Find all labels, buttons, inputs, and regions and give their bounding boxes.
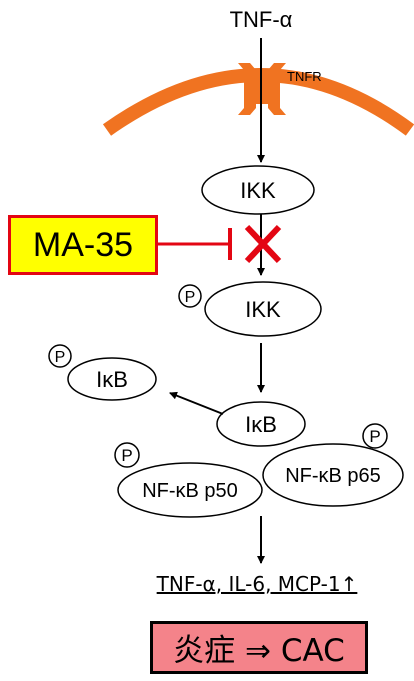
- nfkb-p65-node: [262, 443, 404, 507]
- phospho-marker-p65: [362, 423, 388, 449]
- ikk-node: [201, 165, 315, 215]
- ligand-label: TNF-α: [230, 7, 293, 32]
- phospho-marker-ikb-label: P: [55, 349, 66, 366]
- arrow-ikb-release: [169, 391, 224, 415]
- nfkb-p50-label: NF-κB p50: [142, 480, 238, 502]
- nfkb-p65-label: NF-κB p65: [285, 465, 381, 487]
- ikk-label: IKK: [240, 178, 276, 203]
- ikk-phospho-label: IKK: [245, 297, 281, 322]
- phospho-marker-ikk: [178, 284, 202, 308]
- cytokine-readout: TNF-α, IL-6, MCP-1↑: [156, 572, 358, 596]
- phospho-marker-ikb: [48, 344, 72, 368]
- ikb-bound-node: [216, 401, 306, 447]
- x-mark-icon: [244, 224, 282, 264]
- phospho-marker-ikk-label: P: [185, 289, 196, 306]
- outcome-label: 炎症 ⇒ CAC: [173, 633, 345, 669]
- receptor-label: TNFR: [287, 69, 322, 84]
- nfkb-p50-node: [117, 462, 263, 518]
- inhibitor-box: MA-35: [8, 215, 158, 275]
- phospho-marker-p50-label: P: [121, 446, 132, 465]
- phospho-marker-p65-label: P: [369, 427, 380, 446]
- ikb-free-label: IκB: [96, 367, 128, 392]
- ikk-phospho-node: [204, 281, 322, 337]
- ikb-bound-label: IκB: [245, 412, 277, 437]
- ikb-free-node: [67, 357, 157, 401]
- phospho-marker-p50: [114, 442, 140, 468]
- outcome-box: 炎症 ⇒ CAC: [150, 621, 368, 674]
- inhibitor-label: MA-35: [32, 225, 134, 264]
